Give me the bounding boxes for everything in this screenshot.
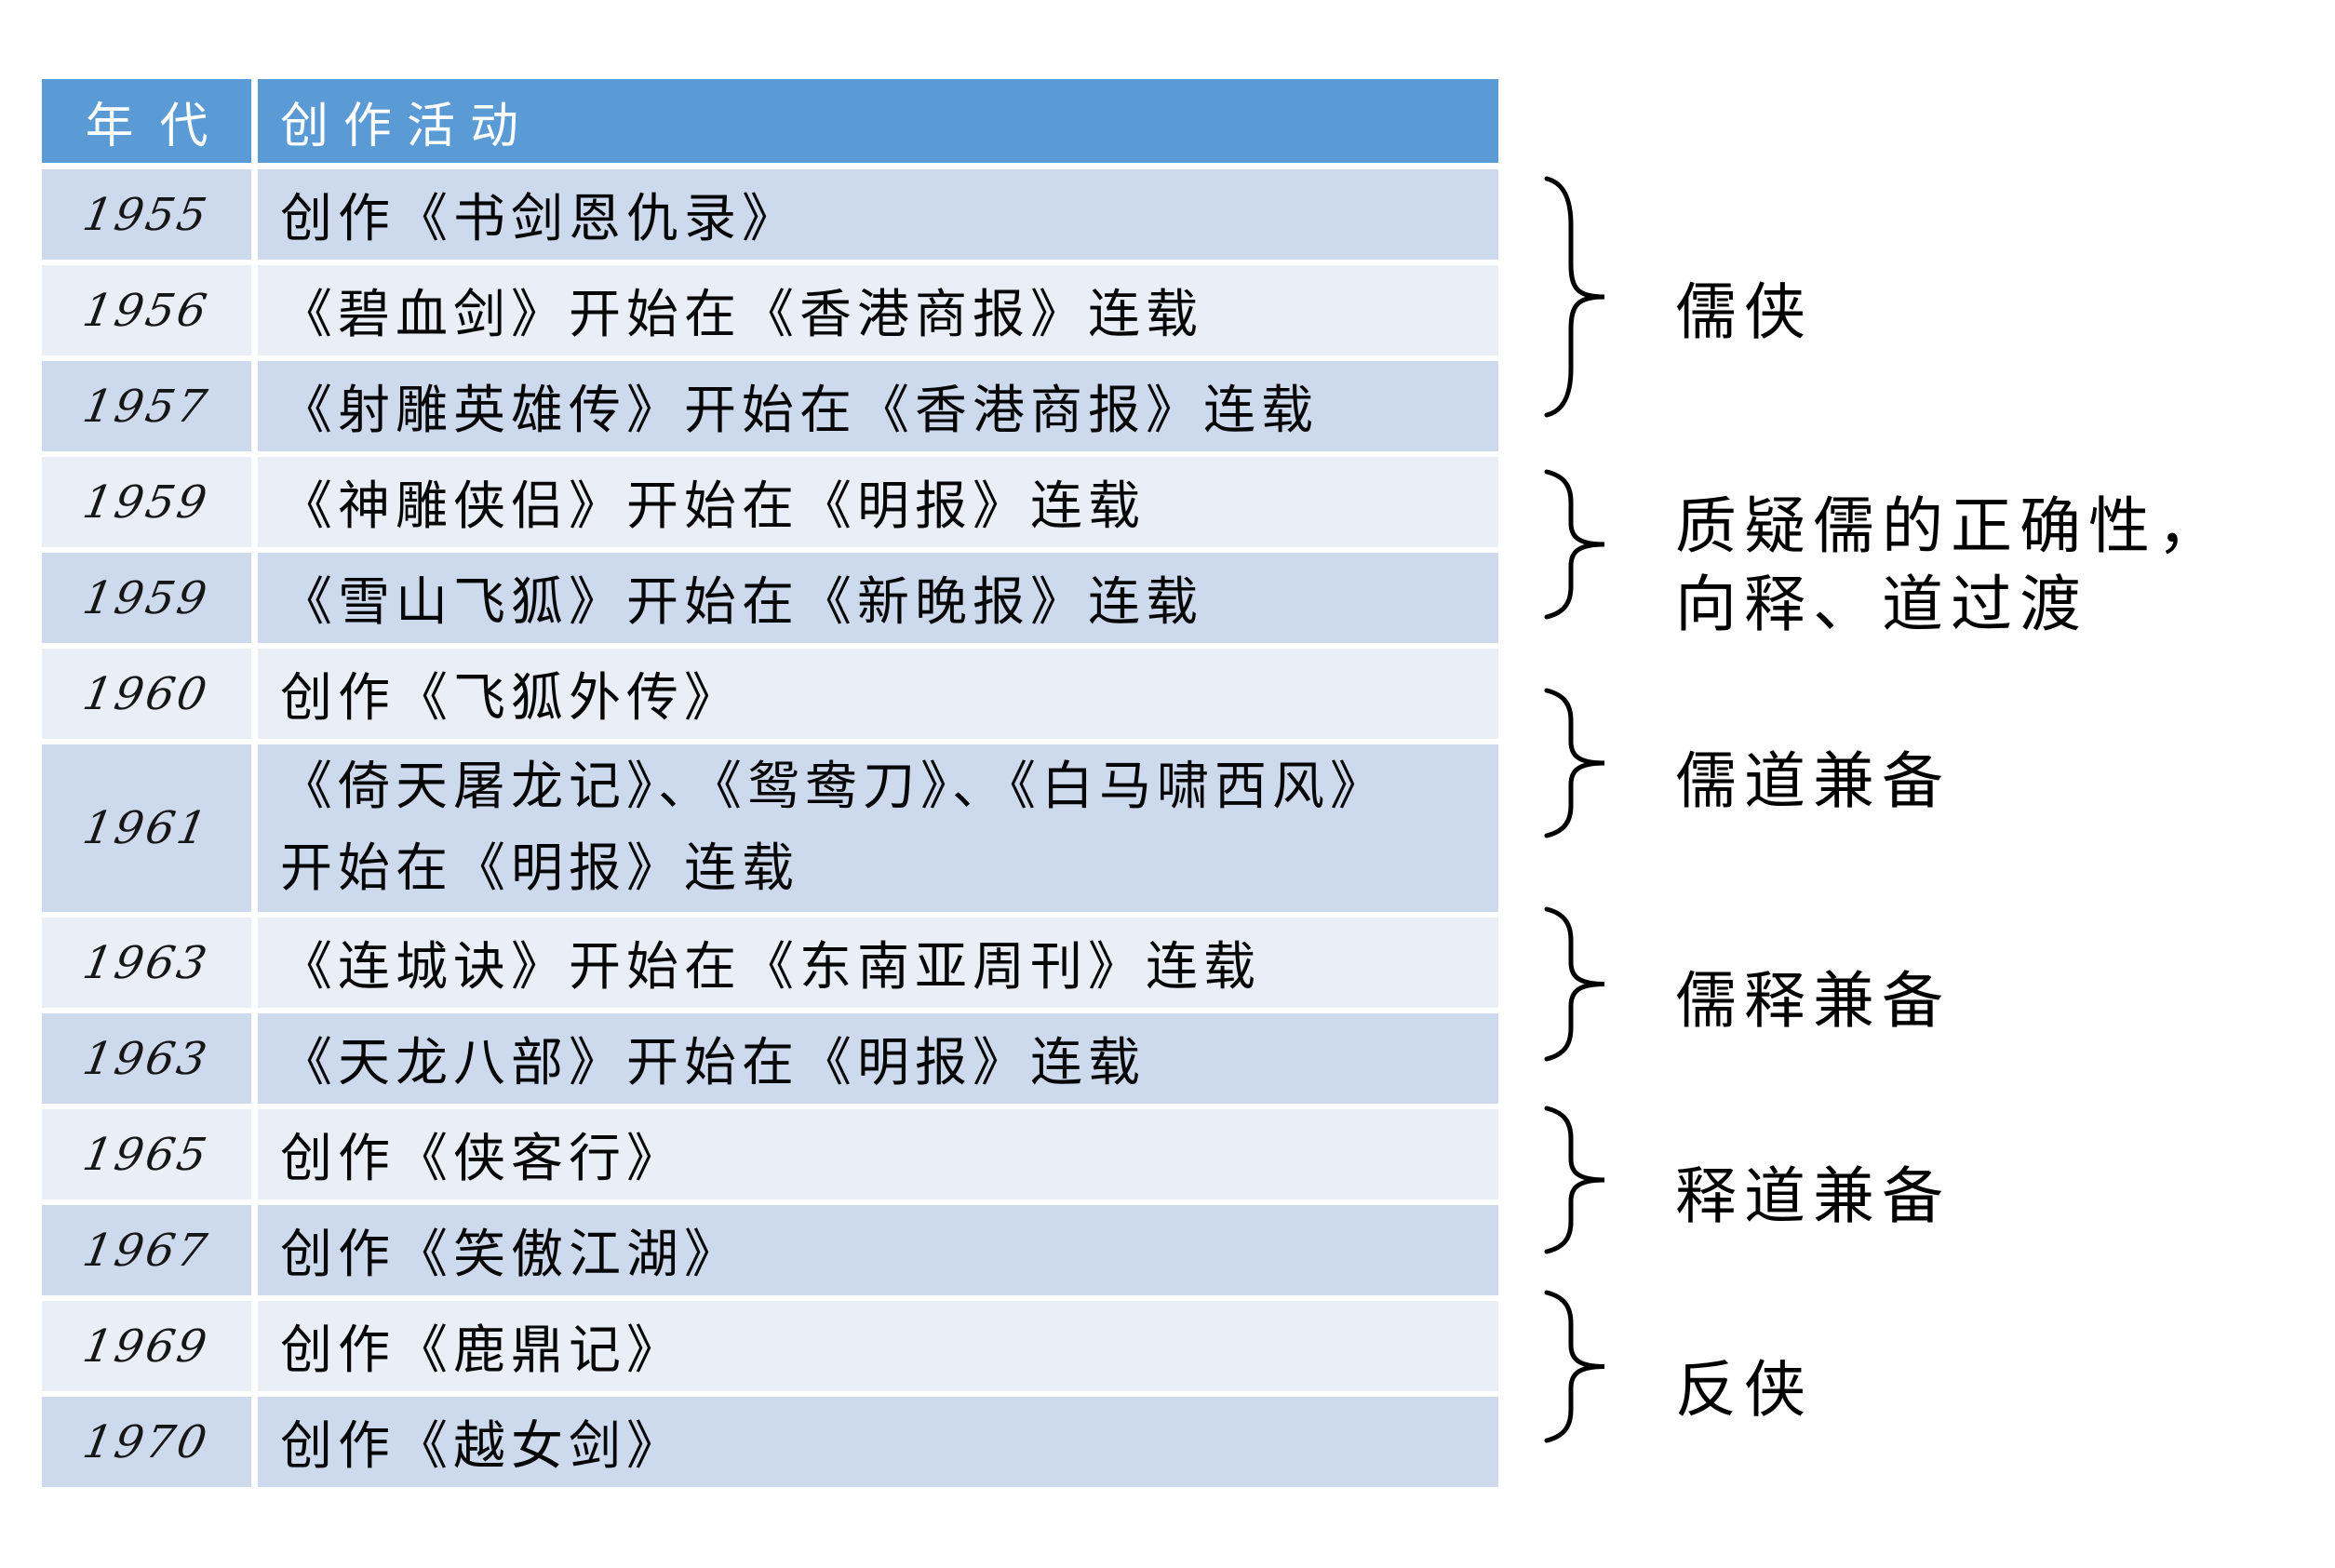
activity-text: 《碧血剑》开始在《香港商报》连载 [280,285,1203,345]
table-row: 1969 创作《鹿鼎记》 [42,1301,1498,1391]
year-value: 1956 [79,284,214,337]
activity-text: 《连城诀》开始在《东南亚周刊》连载 [280,937,1261,998]
year-value: 1970 [79,1415,214,1468]
table-row: 1956 《碧血剑》开始在《香港商报》连载 [42,265,1498,355]
year-value: 1965 [79,1128,214,1181]
activity-text: 《天龙八部》开始在《明报》连载 [280,1033,1146,1093]
annotation-rushi-jianbei: 儒释兼备 [1675,965,1951,1037]
activity-text: 《雪山飞狐》开始在《新晚报》连载 [280,572,1203,633]
annotation-zhiyi-line1: 质疑儒的正确性， [1675,490,2226,562]
annotation-shidao-jianbei: 释道兼备 [1675,1160,1951,1232]
activity-text: 创作《飞狐外传》 [280,668,742,729]
activity-text: 创作《书剑恩仇录》 [280,189,799,249]
annotation-rudao-jianbei: 儒道兼备 [1675,745,1951,817]
year-value: 1969 [79,1320,214,1373]
year-value: 1963 [79,936,214,989]
curly-brace [1544,1106,1605,1254]
activity-text: 创作《侠客行》 [280,1129,684,1189]
table-row: 1960 创作《飞狐外传》 [42,649,1498,739]
table-row: 1967 创作《笑傲江湖》 [42,1205,1498,1295]
header-year: 年代 [42,79,251,163]
activity-text: 《神雕侠侣》开始在《明报》连载 [280,476,1146,537]
table-row: 1959 《神雕侠侣》开始在《明报》连载 [42,457,1498,547]
table-row: 1955 创作《书剑恩仇录》 [42,169,1498,260]
table-row: 1970 创作《越女剑》 [42,1397,1498,1487]
activity-text-line1: 《倚天屠龙记》、《鸳鸯刀》、《白马啸西风》 [280,757,1388,817]
table-row: 1965 创作《侠客行》 [42,1109,1498,1199]
header-activity: 创作活动 [258,79,1498,163]
year-value: 1967 [79,1224,214,1277]
year-value: 1957 [79,380,214,433]
table-row: 1961 《倚天屠龙记》、《鸳鸯刀》、《白马啸西风》 开始在《明报》连载 [42,744,1498,912]
year-value: 1959 [79,476,214,529]
annotation-zhiyi-line2: 向释、道过渡 [1675,569,2088,640]
activity-text: 《射雕英雄传》开始在《香港商报》连载 [280,381,1319,441]
curly-brace [1544,469,1605,620]
year-value: 1961 [79,802,214,854]
year-value: 1955 [79,188,214,241]
table-header-row: 年代 创作活动 [42,79,1498,163]
table-row: 1963 《天龙八部》开始在《明报》连载 [42,1013,1498,1104]
table-row: 1963 《连城诀》开始在《东南亚周刊》连载 [42,918,1498,1008]
activity-text-line2: 开始在《明报》连载 [280,838,799,899]
timeline-table: 年代 创作活动 1955 创作《书剑恩仇录》 1956 《碧血剑》开始在《香港商… [42,79,1498,1493]
activity-text: 创作《越女剑》 [280,1416,684,1477]
curly-brace [1544,176,1605,418]
table-row: 1959 《雪山飞狐》开始在《新晚报》连载 [42,553,1498,643]
activity-text: 创作《笑傲江湖》 [280,1225,742,1285]
year-value: 1960 [79,667,214,720]
curly-brace [1544,1290,1605,1443]
curly-brace [1544,688,1605,838]
annotation-ruxia: 儒侠 [1675,276,1813,348]
year-value: 1959 [79,571,214,624]
annotation-fanxia: 反侠 [1675,1354,1813,1426]
activity-text: 创作《鹿鼎记》 [280,1320,684,1381]
table-row: 1957 《射雕英雄传》开始在《香港商报》连载 [42,361,1498,451]
year-value: 1963 [79,1032,214,1085]
curly-brace [1544,906,1605,1062]
